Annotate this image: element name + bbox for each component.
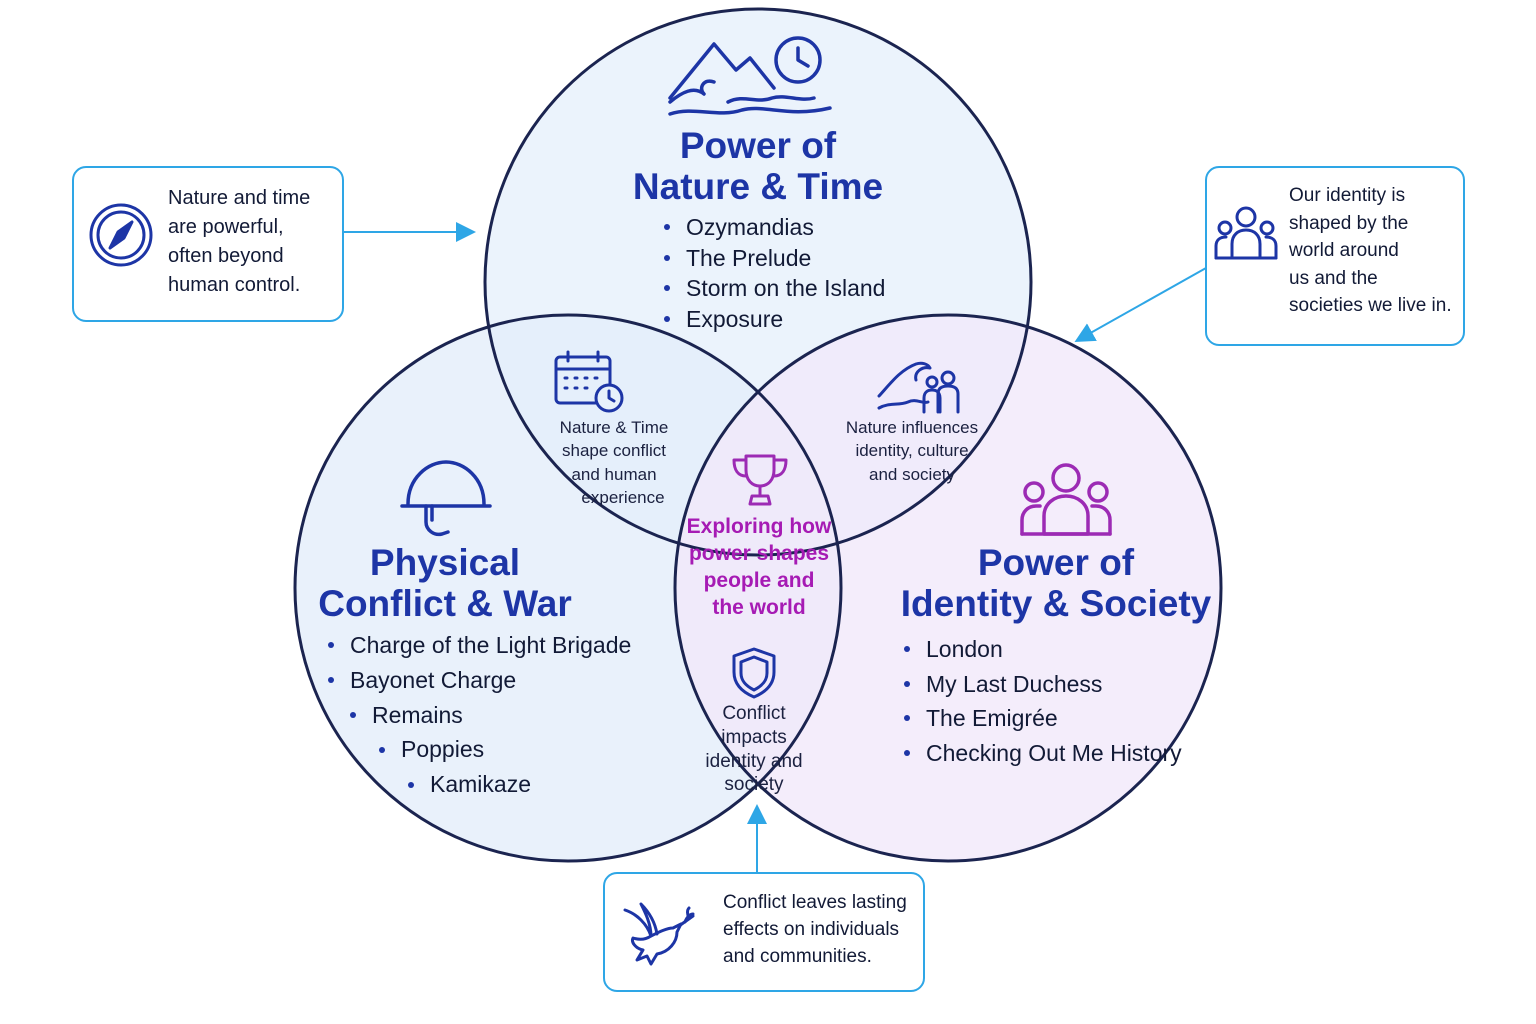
- overlap-line: and society: [869, 464, 955, 484]
- callout-conflict: Conflict leaves lasting effects on indiv…: [603, 872, 925, 992]
- center-line: Exploring how: [686, 515, 832, 538]
- overlap-line: society: [724, 774, 784, 796]
- callout-line: and communities.: [723, 945, 872, 967]
- poem-item: My Last Duchess: [904, 667, 1182, 702]
- mountain-wave-clock-icon: [664, 32, 836, 116]
- center-line: the world: [712, 595, 806, 619]
- center-line: people and: [703, 568, 815, 592]
- center-line: power shapes: [688, 541, 830, 565]
- callout-nature: Nature and time are powerful, often beyo…: [72, 166, 344, 322]
- poem-item: Kamikaze: [407, 767, 631, 802]
- callout-line: Nature and time: [168, 187, 311, 209]
- nature-poem-list: Ozymandias The Prelude Storm on the Isla…: [663, 212, 885, 335]
- circle-nature-outline: [483, 7, 1033, 557]
- identity-poem-list: London My Last Duchess The Emigrée Check…: [904, 632, 1182, 771]
- poem-item: Poppies: [378, 732, 631, 767]
- callout-line: shaped by the: [1289, 212, 1409, 234]
- callout-line: us and the: [1289, 267, 1378, 289]
- nature-title-line1: Power of: [679, 125, 837, 166]
- circle-identity-outline: [673, 313, 1223, 863]
- shield-icon: [730, 646, 778, 700]
- wave-people-icon: [876, 356, 966, 416]
- overlap-line: shape conflict: [562, 441, 666, 461]
- callout-line: Conflict leaves lasting: [723, 892, 907, 913]
- callout-line: Our identity is: [1289, 185, 1406, 206]
- conflict-title-line1: Physical: [369, 542, 521, 583]
- overlap-conflict-identity-text: Conflict impacts identity and society: [684, 702, 824, 797]
- overlap-line: Nature influences: [845, 418, 979, 437]
- callout-line: often beyond: [168, 245, 284, 267]
- poem-item: Exposure: [663, 304, 885, 335]
- arrow-identity: [1074, 267, 1207, 342]
- overlap-line: Nature & Time: [559, 418, 669, 437]
- callout-line: human control.: [168, 274, 301, 296]
- overlap-line: identity, culture: [855, 441, 969, 461]
- identity-title-line1: Power of: [977, 542, 1135, 583]
- trophy-icon: [728, 452, 792, 510]
- poem-item: Charge of the Light Brigade: [327, 628, 631, 663]
- poem-item: Checking Out Me History: [904, 736, 1182, 771]
- dove-icon: [621, 894, 697, 970]
- conflict-title: Physical Conflict & War: [298, 542, 592, 625]
- overlap-nature-conflict-text: Nature & Time shape conflict and human e…: [534, 416, 694, 510]
- callout-line: effects on individuals: [723, 918, 900, 940]
- identity-title-line2: Identity & Society: [900, 583, 1212, 625]
- poem-item: Bayonet Charge: [327, 663, 631, 698]
- overlap-line: and human: [571, 464, 657, 484]
- calendar-clock-icon: [553, 350, 625, 414]
- overlap-line: Conflict: [722, 703, 786, 724]
- poem-item: The Prelude: [663, 243, 885, 274]
- overlap-line: identity and: [705, 750, 803, 772]
- callout-line: societies we live in.: [1289, 295, 1452, 317]
- circle-conflict-outline: [293, 313, 843, 863]
- callout-line: are powerful,: [168, 216, 284, 238]
- overlap-line: experience: [581, 488, 665, 508]
- callout-identity: Our identity is shaped by the world arou…: [1205, 166, 1465, 346]
- nature-title: Power of Nature & Time: [598, 125, 918, 208]
- compass-icon: [88, 202, 154, 268]
- people-icon: [1213, 206, 1279, 262]
- callout-nature-text: Nature and time are powerful, often beyo…: [168, 184, 310, 300]
- circle-identity: [675, 315, 1221, 861]
- nature-title-line2: Nature & Time: [632, 166, 884, 208]
- callout-line: world around: [1289, 240, 1399, 262]
- poem-item: London: [904, 632, 1182, 667]
- poem-item: The Emigrée: [904, 701, 1182, 736]
- center-text: Exploring how power shapes people and th…: [674, 514, 844, 622]
- circle-conflict: [295, 315, 841, 861]
- callout-identity-text: Our identity is shaped by the world arou…: [1289, 182, 1452, 320]
- callout-conflict-text: Conflict leaves lasting effects on indiv…: [723, 890, 907, 971]
- identity-title: Power of Identity & Society: [900, 542, 1212, 625]
- conflict-title-line2: Conflict & War: [318, 583, 572, 625]
- overlap-line: impacts: [721, 726, 787, 748]
- overlap-nature-identity-text: Nature influences identity, culture and …: [830, 416, 994, 486]
- people-group-icon: [1018, 462, 1114, 538]
- poem-item: Remains: [349, 698, 631, 733]
- poem-item: Ozymandias: [663, 212, 885, 243]
- poem-item: Storm on the Island: [663, 273, 885, 304]
- conflict-poem-list: Charge of the Light Brigade Bayonet Char…: [327, 628, 631, 802]
- helmet-icon: [398, 456, 494, 538]
